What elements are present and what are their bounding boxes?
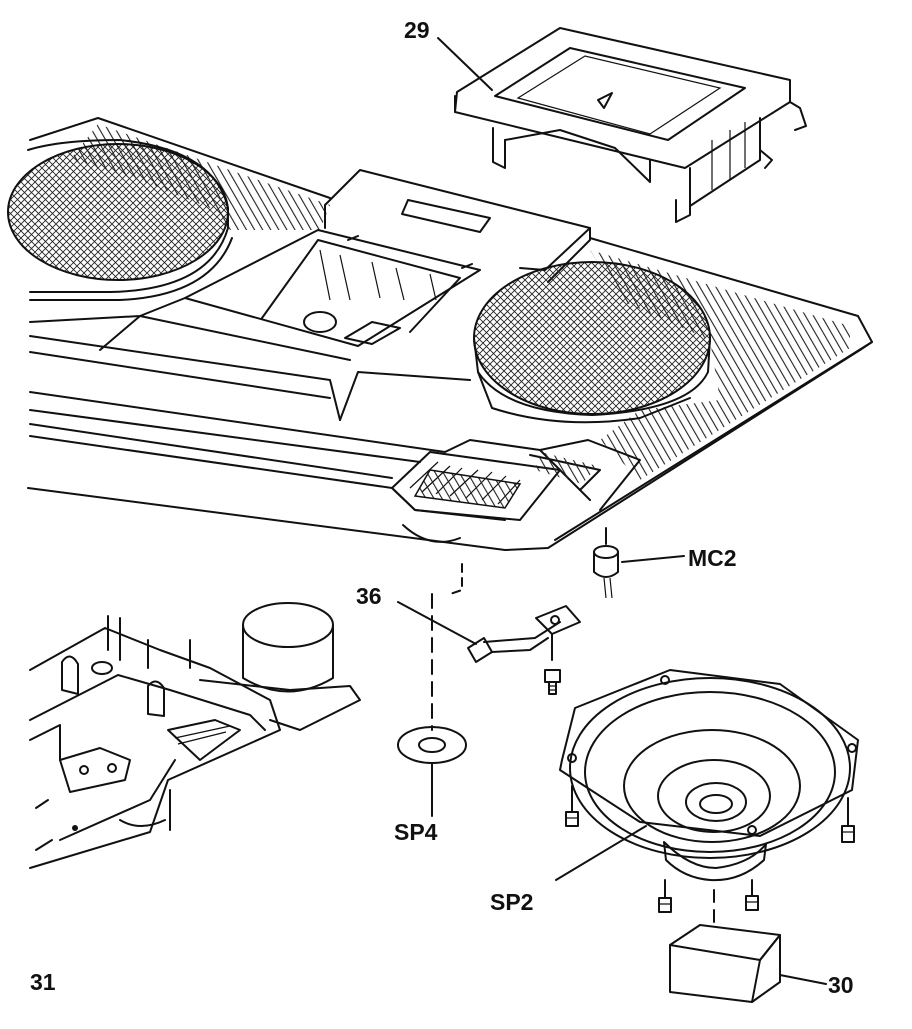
battery-cover-part-29 (454, 27, 807, 223)
label-part-30: 30 (828, 972, 854, 998)
label-part-sp4: SP4 (394, 819, 438, 845)
leader-line-29 (437, 37, 493, 91)
guide-pins (29, 615, 241, 851)
label-part-29: 29 (404, 17, 430, 43)
washer-part-sp4 (397, 726, 467, 817)
speaker-screws (565, 785, 855, 913)
left-speaker-grille (7, 139, 233, 301)
tape-deck-part-31 (29, 602, 361, 869)
battery-compartment (184, 229, 481, 347)
label-part-mc2: MC2 (688, 545, 737, 571)
label-part-sp2: SP2 (490, 889, 533, 915)
label-part-36: 36 (356, 583, 382, 609)
bracket-part-36 (397, 563, 581, 731)
motor-cylinder (199, 602, 361, 731)
label-part-31: 31 (30, 969, 56, 995)
cabinet-front-panel (7, 117, 873, 551)
right-speaker-grille (473, 261, 711, 424)
microphone-part-mc2 (593, 527, 685, 599)
block-part-30 (669, 924, 827, 1003)
control-keys (391, 451, 601, 521)
speaker-part-sp2 (555, 669, 859, 931)
